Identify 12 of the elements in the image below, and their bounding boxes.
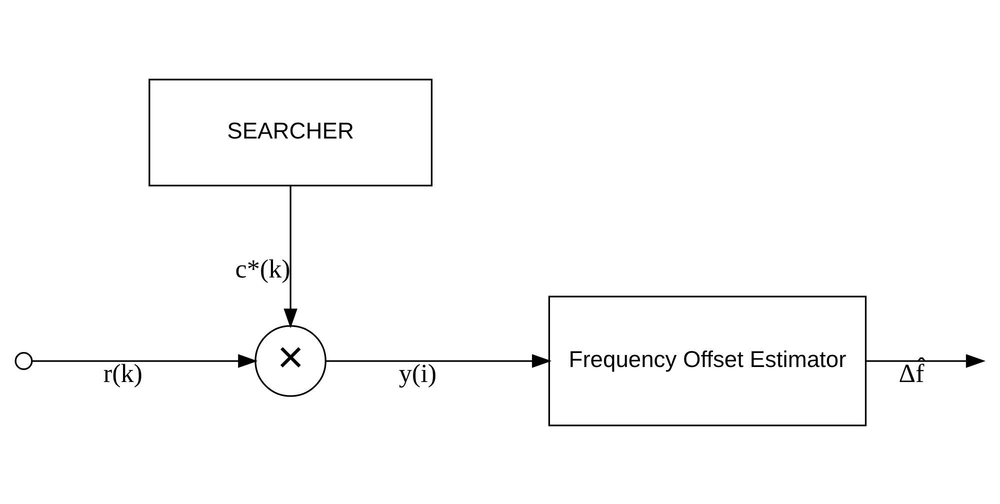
arrow xyxy=(866,354,986,368)
edge-label: y(i) xyxy=(398,358,437,388)
node-circle xyxy=(14,352,33,370)
edge-label: r(k) xyxy=(103,358,143,388)
node-box: Frequency Offset Estimator xyxy=(548,295,867,426)
arrow xyxy=(326,354,552,368)
arrow xyxy=(284,186,298,328)
node-box: SEARCHER xyxy=(148,78,432,186)
edge-label: Δf̂ xyxy=(898,358,924,388)
node-circle: × xyxy=(254,324,326,396)
edge-label: c*(k) xyxy=(235,254,290,283)
arrow xyxy=(32,354,258,368)
